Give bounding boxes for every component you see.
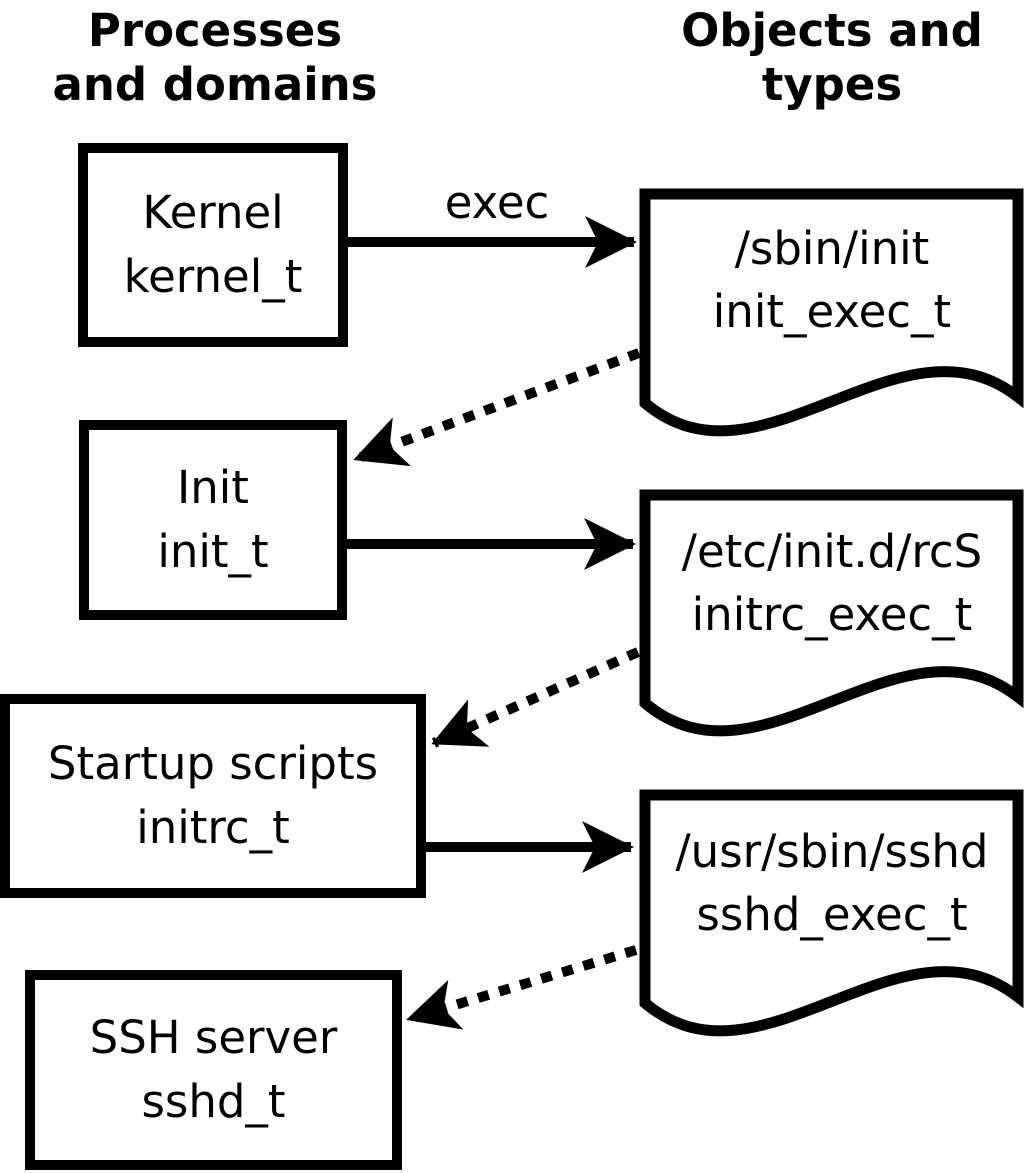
left-column-title: Processes and domains bbox=[52, 4, 378, 111]
process-domain: init_t bbox=[157, 525, 269, 578]
process-name: Init bbox=[177, 461, 249, 514]
process-box-init: Init init_t bbox=[79, 420, 347, 620]
process-name: Startup scripts bbox=[47, 737, 379, 790]
object-label-init-exec: /sbin/init init_exec_t bbox=[645, 217, 1019, 343]
process-box-kernel: Kernel kernel_t bbox=[78, 143, 348, 347]
process-box-ssh-server: SSH server sshd_t bbox=[25, 970, 402, 1170]
document-shape-initrc-exec bbox=[639, 489, 1024, 737]
object-type: init_exec_t bbox=[712, 285, 952, 338]
object-label-sshd-exec: /usr/sbin/sshd sshd_exec_t bbox=[645, 820, 1019, 946]
object-path: /sbin/init bbox=[734, 222, 930, 275]
document-shape-sshd-exec bbox=[639, 789, 1024, 1037]
process-name: SSH server bbox=[89, 1011, 338, 1064]
process-box-startup-scripts: Startup scripts initrc_t bbox=[0, 694, 426, 898]
transition-arrow-initrc-exec-to-initrc bbox=[431, 647, 641, 748]
process-domain: sshd_t bbox=[141, 1075, 286, 1128]
document-shape-init-exec bbox=[639, 188, 1024, 437]
object-type: initrc_exec_t bbox=[691, 588, 973, 641]
right-column-title: Objects and types bbox=[681, 4, 983, 111]
object-label-initrc-exec: /etc/init.d/rcS initrc_exec_t bbox=[645, 520, 1019, 646]
object-path: /usr/sbin/sshd bbox=[675, 825, 989, 878]
exec-arrow-label: exec bbox=[444, 176, 550, 229]
process-domain: kernel_t bbox=[123, 250, 303, 303]
transition-arrow-init-exec-to-init bbox=[353, 348, 641, 467]
process-name: Kernel bbox=[142, 186, 284, 239]
object-type: sshd_exec_t bbox=[696, 888, 968, 941]
object-path: /etc/init.d/rcS bbox=[681, 525, 983, 578]
process-domain: initrc_t bbox=[136, 801, 290, 854]
transition-arrow-sshd-exec-to-sshd bbox=[406, 945, 638, 1030]
